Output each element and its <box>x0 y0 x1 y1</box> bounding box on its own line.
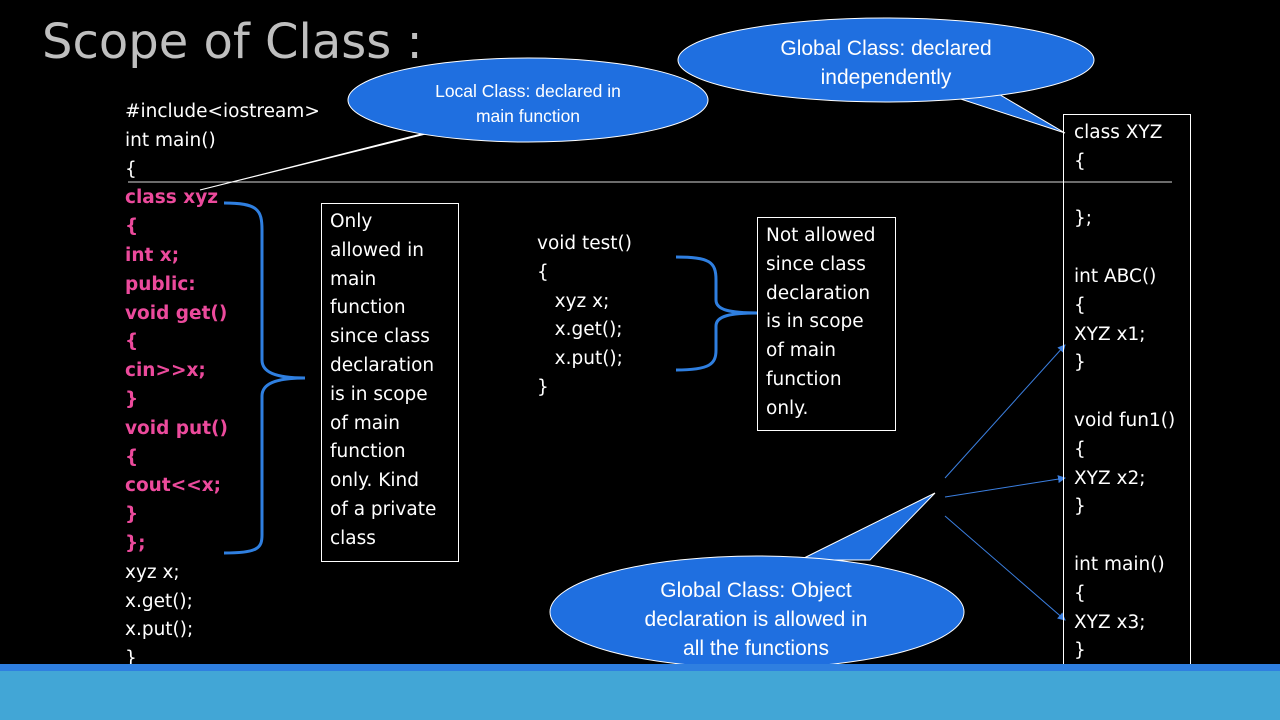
main-code-line: xyz x; <box>125 561 180 583</box>
arrow-to-fun1 <box>944 475 1066 498</box>
main-code-line: int x; <box>125 244 180 266</box>
not-allowed-note-line: of main <box>766 340 836 362</box>
global-class-callout-line1: Global Class: declared <box>780 37 992 60</box>
global-class-callout-shape <box>677 17 1095 103</box>
not-allowed-note-line: is in scope <box>766 311 864 333</box>
test-code-line: { <box>537 261 549 283</box>
global-object-callout-line3: all the functions <box>683 637 829 660</box>
global-class-code: class XYZ {}; int ABC() { XYZ x1;} void fun1(… <box>1063 114 1191 677</box>
main-code-line: { <box>125 331 139 353</box>
local-note-line: Only <box>330 211 373 232</box>
global-object-callout-text: Global Class: Object declaration is allo… <box>596 576 916 663</box>
test-code-line: xyz x; <box>537 290 610 312</box>
local-class-callout-line1: Local Class: declared in <box>435 81 621 101</box>
main-code-block: #include<iostream> int main() { class xyz { i… <box>125 98 320 674</box>
global-code-line: }; <box>1074 208 1093 230</box>
not-allowed-note-line: declaration <box>766 282 871 304</box>
local-class-bracket <box>223 201 306 555</box>
main-code-line: } <box>125 504 139 526</box>
test-code-line: x.put(); <box>537 348 623 370</box>
local-note-line: declaration <box>330 354 435 376</box>
main-code-line: } <box>125 648 137 670</box>
local-note-line: main <box>330 268 377 290</box>
local-note-line: function <box>330 297 406 319</box>
local-class-callout-text: Local Class: declared in main function <box>380 79 676 129</box>
not-allowed-note: Not allowed since class declaration is in s… <box>757 217 896 431</box>
not-allowed-note-line: since class <box>766 253 866 275</box>
local-class-callout-line2: main function <box>475 106 581 126</box>
local-class-callout <box>199 57 709 191</box>
local-class-note: Only allowed in main function since class dec… <box>321 203 459 562</box>
global-object-callout-line2: declaration is allowed in <box>644 608 868 631</box>
global-code-line: int ABC() <box>1074 265 1157 287</box>
local-note-line: of a private <box>330 498 437 520</box>
main-code-line: void get() <box>125 302 228 324</box>
global-class-callout <box>677 17 1095 134</box>
test-code-line: void test() <box>537 233 632 254</box>
main-code-line: cout<<x; <box>125 475 222 497</box>
global-object-callout <box>549 492 965 669</box>
global-class-callout-text: Global Class: declared independently <box>716 34 1056 92</box>
local-note-line: since class <box>330 326 430 348</box>
local-note-line: only. Kind <box>330 470 419 492</box>
global-code-line: { <box>1074 438 1086 460</box>
not-allowed-note-line: only. <box>766 397 809 419</box>
main-code-line: { <box>125 446 139 468</box>
global-class-callout-line2: independently <box>820 66 952 89</box>
global-code-line: XYZ x3; <box>1074 611 1146 633</box>
global-code-line: XYZ x1; <box>1074 323 1146 345</box>
global-code-line: { <box>1074 150 1086 172</box>
arrow-to-abc <box>944 344 1066 479</box>
global-code-line: } <box>1074 496 1086 518</box>
test-function-code: void test() { xyz x; x.get(); x.put();} <box>537 230 632 403</box>
arrow-to-main <box>944 515 1066 621</box>
global-code-line <box>1074 234 1182 263</box>
main-code-line: int main() <box>125 129 216 151</box>
main-code-line: #include<iostream> <box>125 101 320 122</box>
main-code-line: x.get(); <box>125 590 193 612</box>
main-code-line: class xyz <box>125 187 219 209</box>
local-note-line: class <box>330 527 376 549</box>
global-code-line <box>1074 378 1182 407</box>
local-note-line: function <box>330 441 406 463</box>
global-code-line: XYZ x2; <box>1074 467 1146 489</box>
global-code-line: int main() <box>1074 553 1165 575</box>
main-code-line: x.put(); <box>125 619 194 641</box>
slide-title: Scope of Class : <box>42 14 423 70</box>
bottom-bar <box>0 671 1280 720</box>
global-code-line: class XYZ <box>1074 122 1163 143</box>
global-object-callout-line1: Global Class: Object <box>660 579 852 602</box>
not-allowed-note-line: function <box>766 368 842 390</box>
global-code-line: } <box>1074 640 1086 662</box>
main-code-line: { <box>125 158 137 180</box>
not-allowed-note-line: Not allowed <box>766 225 876 246</box>
test-code-line: } <box>537 376 549 398</box>
global-object-callout-pointer <box>799 492 936 561</box>
bottom-bar-accent <box>0 664 1280 671</box>
main-code-line: }; <box>125 532 146 554</box>
main-code-line: } <box>125 388 139 410</box>
test-code-line: x.get(); <box>537 319 623 341</box>
main-code-line: public: <box>125 273 196 295</box>
local-note-line: allowed in <box>330 239 424 261</box>
local-note-line: is in scope <box>330 383 428 405</box>
global-code-line: void fun1() <box>1074 409 1176 431</box>
global-code-line <box>1074 522 1182 551</box>
global-code-line: { <box>1074 294 1086 316</box>
main-code-line: cin>>x; <box>125 360 206 382</box>
local-note-line: of main <box>330 412 400 434</box>
global-code-line: } <box>1074 352 1086 374</box>
test-function-bracket <box>675 255 759 372</box>
global-code-line <box>1074 177 1182 206</box>
main-code-line: void put() <box>125 417 228 439</box>
main-code-line: { <box>125 216 139 238</box>
global-code-line: { <box>1074 582 1086 604</box>
local-class-callout-shape <box>347 57 709 143</box>
